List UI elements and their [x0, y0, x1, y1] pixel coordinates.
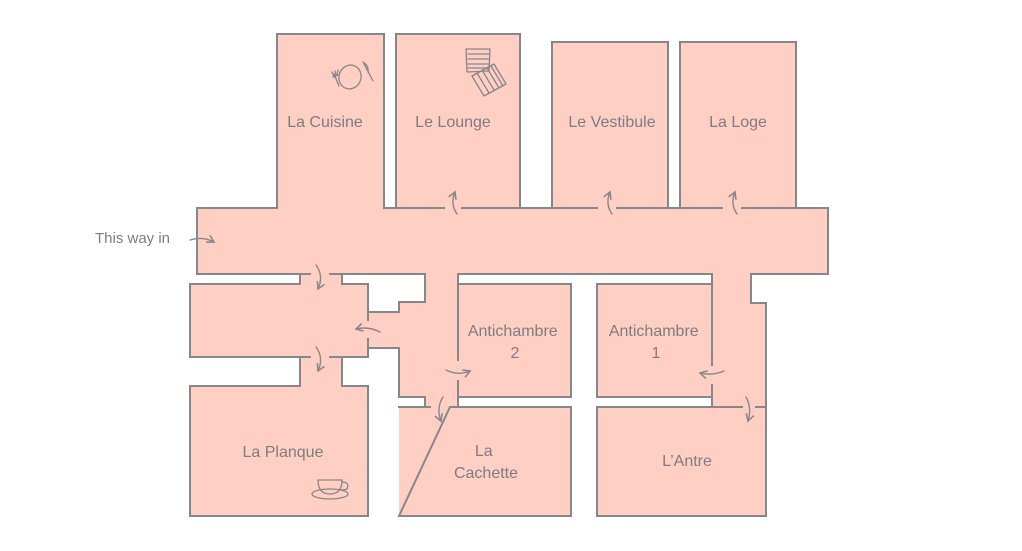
door-arrow-lounge[interactable] — [448, 190, 458, 215]
label-antichambre-2: Antichambre 2 — [468, 323, 562, 362]
door-arrow-vestibule[interactable] — [603, 190, 613, 215]
room-le-vestibule[interactable] — [552, 42, 668, 210]
central-hall[interactable] — [366, 272, 458, 409]
teacup-icon — [311, 479, 349, 500]
right-hall[interactable] — [712, 272, 766, 409]
main-corridor[interactable] — [197, 208, 828, 274]
label-antichambre-1-line2: 1 — [652, 345, 661, 362]
label-le-lounge: Le Lounge — [415, 114, 491, 131]
room-l-antre[interactable] — [597, 407, 766, 516]
room-la-planque[interactable] — [190, 386, 368, 516]
entry-label: This way in — [95, 230, 170, 247]
cushions-icon — [465, 48, 507, 97]
label-la-loge: La Loge — [709, 114, 767, 131]
label-la-cachette-line2: Cachette — [454, 465, 518, 482]
room-left-hall[interactable] — [190, 284, 368, 357]
label-antichambre-1-line1: Antichambre — [609, 323, 699, 340]
walls — [189, 33, 829, 517]
label-la-cachette: La Cachette — [454, 443, 518, 482]
label-la-planque: La Planque — [243, 444, 324, 461]
door-arrow-l-antre[interactable] — [745, 396, 755, 423]
room-fills — [190, 34, 828, 516]
door-arrow-antichambre-2[interactable] — [445, 369, 472, 378]
door-arrow-entry — [189, 234, 216, 243]
label-l-antre: L’Antre — [662, 453, 712, 470]
plate-cutlery-icon — [331, 61, 374, 90]
door-arrow-central-left[interactable] — [354, 322, 381, 333]
room-le-lounge[interactable] — [396, 34, 520, 210]
room-la-cachette[interactable] — [399, 407, 571, 516]
room-la-loge[interactable] — [680, 42, 796, 210]
door-arrow-la-cachette[interactable] — [434, 396, 444, 423]
room-la-cuisine[interactable] — [277, 34, 384, 210]
label-le-vestibule: Le Vestibule — [568, 114, 655, 131]
room-antichambre-2[interactable] — [458, 284, 571, 397]
label-antichambre-2-line1: Antichambre — [468, 323, 558, 340]
label-la-cachette-line1: La — [475, 443, 493, 460]
room-antichambre-1[interactable] — [597, 284, 712, 397]
door-arrow-loge[interactable] — [728, 190, 738, 215]
label-antichambre-2-line2: 2 — [511, 345, 520, 362]
door-arrow-left-hall[interactable] — [315, 264, 325, 291]
label-antichambre-1: Antichambre 1 — [609, 323, 703, 362]
door-arrow-la-planque[interactable] — [315, 346, 325, 373]
label-la-cuisine: La Cuisine — [287, 114, 363, 131]
door-arrow-antichambre-1[interactable] — [698, 370, 725, 380]
door-arrows — [189, 190, 755, 423]
